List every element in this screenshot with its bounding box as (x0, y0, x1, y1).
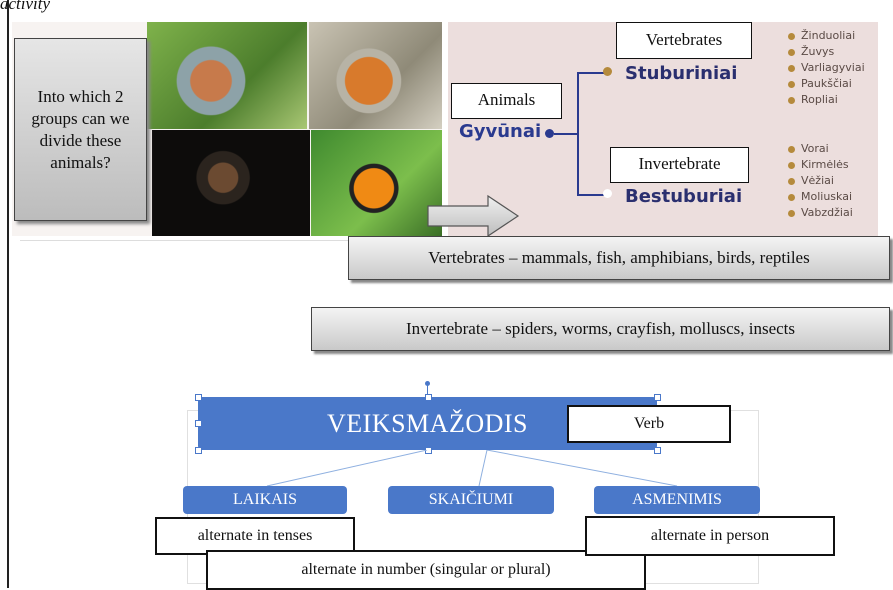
branch1-translation-box: Vertebrates (616, 22, 752, 59)
bullet-icon (788, 49, 795, 56)
branch2-connector (577, 194, 605, 196)
bullet-icon (788, 97, 795, 104)
right-arrow-icon (426, 194, 522, 238)
tree-root-label: Gyvūnai (459, 121, 541, 142)
bullet-icon (788, 194, 795, 201)
number-note-box: alternate in number (singular or plural) (206, 550, 646, 590)
bullet-icon (788, 81, 795, 88)
branch2-node: Bestuburiai (625, 186, 742, 207)
root-connector (554, 133, 577, 135)
monarch-butterfly-photo (311, 130, 442, 236)
invertebrate-definition-box: Invertebrate – spiders, worms, crayfish,… (311, 307, 890, 351)
bullet-icon (788, 146, 795, 153)
root-dot (545, 129, 554, 138)
list-item: Moliuskai (788, 189, 853, 205)
verb-main-text: VEIKSMAŽODIS (327, 409, 528, 439)
person-note-box: alternate in person (585, 516, 835, 556)
branch1-dot (603, 67, 612, 76)
chaffinch-bird-photo (147, 22, 307, 129)
invertebrate-definition-text: Invertebrate – spiders, worms, crayfish,… (406, 319, 795, 339)
branch1-connector (577, 72, 605, 74)
branch2-translation-box: Invertebrate (610, 147, 749, 183)
verb-child-node-laikais[interactable]: LAIKAIS (183, 486, 347, 514)
rotate-handle[interactable] (425, 381, 430, 386)
selection-handle[interactable] (195, 420, 202, 427)
list-item: Paukščiai (788, 76, 865, 92)
root-translation-box: Animals (451, 83, 562, 119)
tree-trunk-line (577, 72, 579, 195)
bullet-icon (788, 210, 795, 217)
list-item: Varliagyviai (788, 60, 865, 76)
bullet-icon (788, 162, 795, 169)
list-item: Žinduoliai (788, 28, 865, 44)
spider-photo (152, 130, 310, 236)
list-item: Vėžiai (788, 173, 853, 189)
list-item: Kirmėlės (788, 157, 853, 173)
list-item: Vorai (788, 141, 853, 157)
list-item: Vabzdžiai (788, 205, 853, 221)
selection-handle[interactable] (195, 394, 202, 401)
verb-connector-lines (187, 450, 759, 490)
verb-child-node-skaiciumi[interactable]: SKAIČIUMI (388, 486, 554, 514)
branch1-item-list: Žinduoliai Žuvys Varliagyviai Paukščiai … (788, 28, 865, 108)
verb-child-node-asmenimis[interactable]: ASMENIMIS (594, 486, 760, 514)
bullet-icon (788, 178, 795, 185)
branch1-node: Stuburiniai (625, 63, 737, 84)
branch2-dot (603, 189, 612, 198)
question-box: Into which 2 groups can we divide these … (14, 38, 147, 221)
header-partial-text: activity (0, 0, 50, 14)
bullet-icon (788, 65, 795, 72)
fox-photo (309, 22, 442, 129)
bullet-icon (788, 33, 795, 40)
page-left-border (7, 0, 9, 588)
question-text: Into which 2 groups can we divide these … (23, 86, 138, 174)
vertebrates-definition-text: Vertebrates – mammals, fish, amphibians,… (428, 248, 809, 268)
vertebrates-definition-box: Vertebrates – mammals, fish, amphibians,… (348, 236, 890, 280)
list-item: Ropliai (788, 92, 865, 108)
verb-translation-box: Verb (567, 405, 731, 443)
branch2-item-list: Vorai Kirmėlės Vėžiai Moliuskai Vabzdžia… (788, 141, 853, 221)
list-item: Žuvys (788, 44, 865, 60)
selection-handle[interactable] (425, 394, 432, 401)
divider (20, 240, 350, 241)
selection-handle[interactable] (654, 394, 661, 401)
